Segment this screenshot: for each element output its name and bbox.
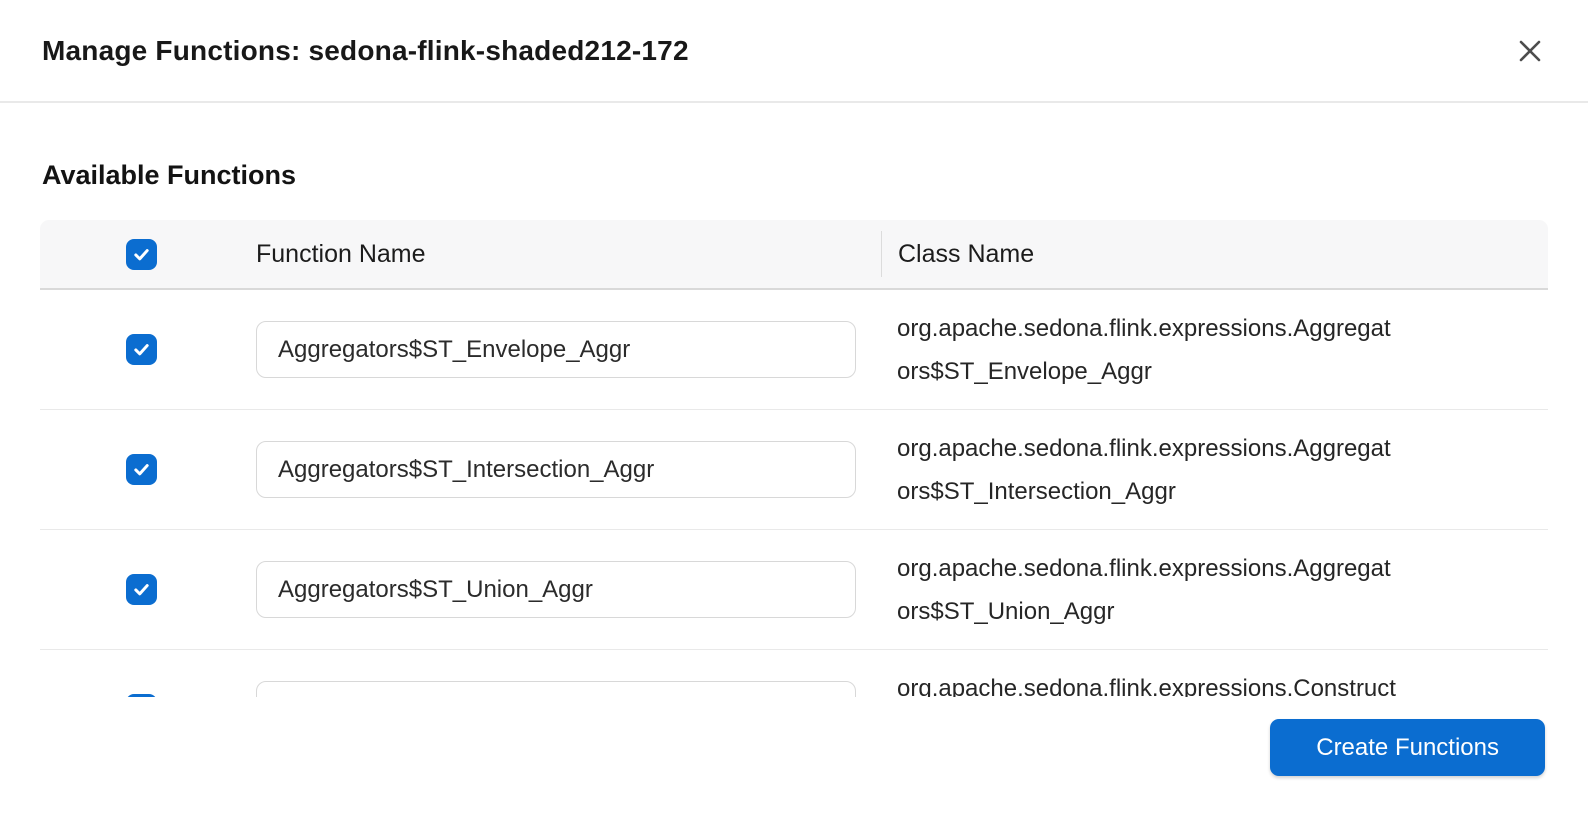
class-name-text: org.apache.sedona.flink.expressions.Cons… — [897, 675, 1396, 697]
select-all-checkbox[interactable] — [126, 238, 157, 270]
row-checkbox[interactable] — [126, 454, 157, 485]
class-name-cell: org.apache.sedona.flink.expressions.Aggr… — [881, 410, 1548, 529]
row-checkbox-cell — [40, 694, 256, 697]
row-checkbox[interactable] — [126, 334, 157, 365]
checkmark-icon — [134, 464, 149, 476]
function-name-cell — [256, 681, 881, 697]
header-class-cell: Class Name — [881, 231, 1548, 277]
close-button[interactable] — [1508, 29, 1552, 73]
functions-table: Function Name Class Name org.apache.sedo… — [40, 220, 1548, 697]
class-name-text: org.apache.sedona.flink.expressions.Aggr… — [897, 435, 1391, 505]
table-header-row: Function Name Class Name — [40, 220, 1548, 290]
modal-header: Manage Functions: sedona-flink-shaded212… — [0, 0, 1588, 103]
modal-footer: Create Functions — [0, 719, 1588, 776]
section-heading: Available Functions — [42, 160, 297, 190]
class-name-text: org.apache.sedona.flink.expressions.Aggr… — [897, 315, 1391, 385]
table-row: org.apache.sedona.flink.expressions.Aggr… — [40, 410, 1548, 530]
close-icon — [1519, 40, 1541, 61]
function-name-cell — [256, 561, 881, 618]
function-name-input[interactable] — [256, 561, 856, 618]
table-row: org.apache.sedona.flink.expressions.Aggr… — [40, 530, 1548, 650]
column-header-class-name: Class Name — [898, 239, 1035, 268]
class-name-cell: org.apache.sedona.flink.expressions.Cons… — [881, 650, 1548, 697]
function-name-cell — [256, 321, 881, 378]
function-name-cell — [256, 441, 881, 498]
class-name-cell: org.apache.sedona.flink.expressions.Aggr… — [881, 530, 1548, 649]
function-name-input[interactable] — [256, 321, 856, 378]
row-checkbox-cell — [40, 334, 256, 365]
class-name-text: org.apache.sedona.flink.expressions.Aggr… — [897, 555, 1391, 625]
checkmark-icon — [134, 248, 149, 260]
checkmark-icon — [134, 584, 149, 596]
column-header-function-name: Function Name — [256, 239, 426, 268]
modal-content: Available Functions Function Name Class … — [0, 160, 1588, 697]
function-name-input[interactable] — [256, 681, 856, 697]
row-checkbox-cell — [40, 574, 256, 605]
header-checkbox-cell — [40, 238, 256, 270]
class-name-cell: org.apache.sedona.flink.expressions.Aggr… — [881, 290, 1548, 409]
checkmark-icon — [134, 344, 149, 356]
row-checkbox[interactable] — [126, 694, 157, 697]
manage-functions-modal: Manage Functions: sedona-flink-shaded212… — [0, 0, 1588, 776]
table-body: org.apache.sedona.flink.expressions.Aggr… — [40, 290, 1548, 697]
row-checkbox[interactable] — [126, 574, 157, 605]
table-row: org.apache.sedona.flink.expressions.Aggr… — [40, 290, 1548, 410]
function-name-input[interactable] — [256, 441, 856, 498]
modal-title: Manage Functions: sedona-flink-shaded212… — [42, 34, 689, 66]
row-checkbox-cell — [40, 454, 256, 485]
table-row: org.apache.sedona.flink.expressions.Cons… — [40, 650, 1548, 697]
create-functions-button[interactable]: Create Functions — [1270, 719, 1545, 776]
